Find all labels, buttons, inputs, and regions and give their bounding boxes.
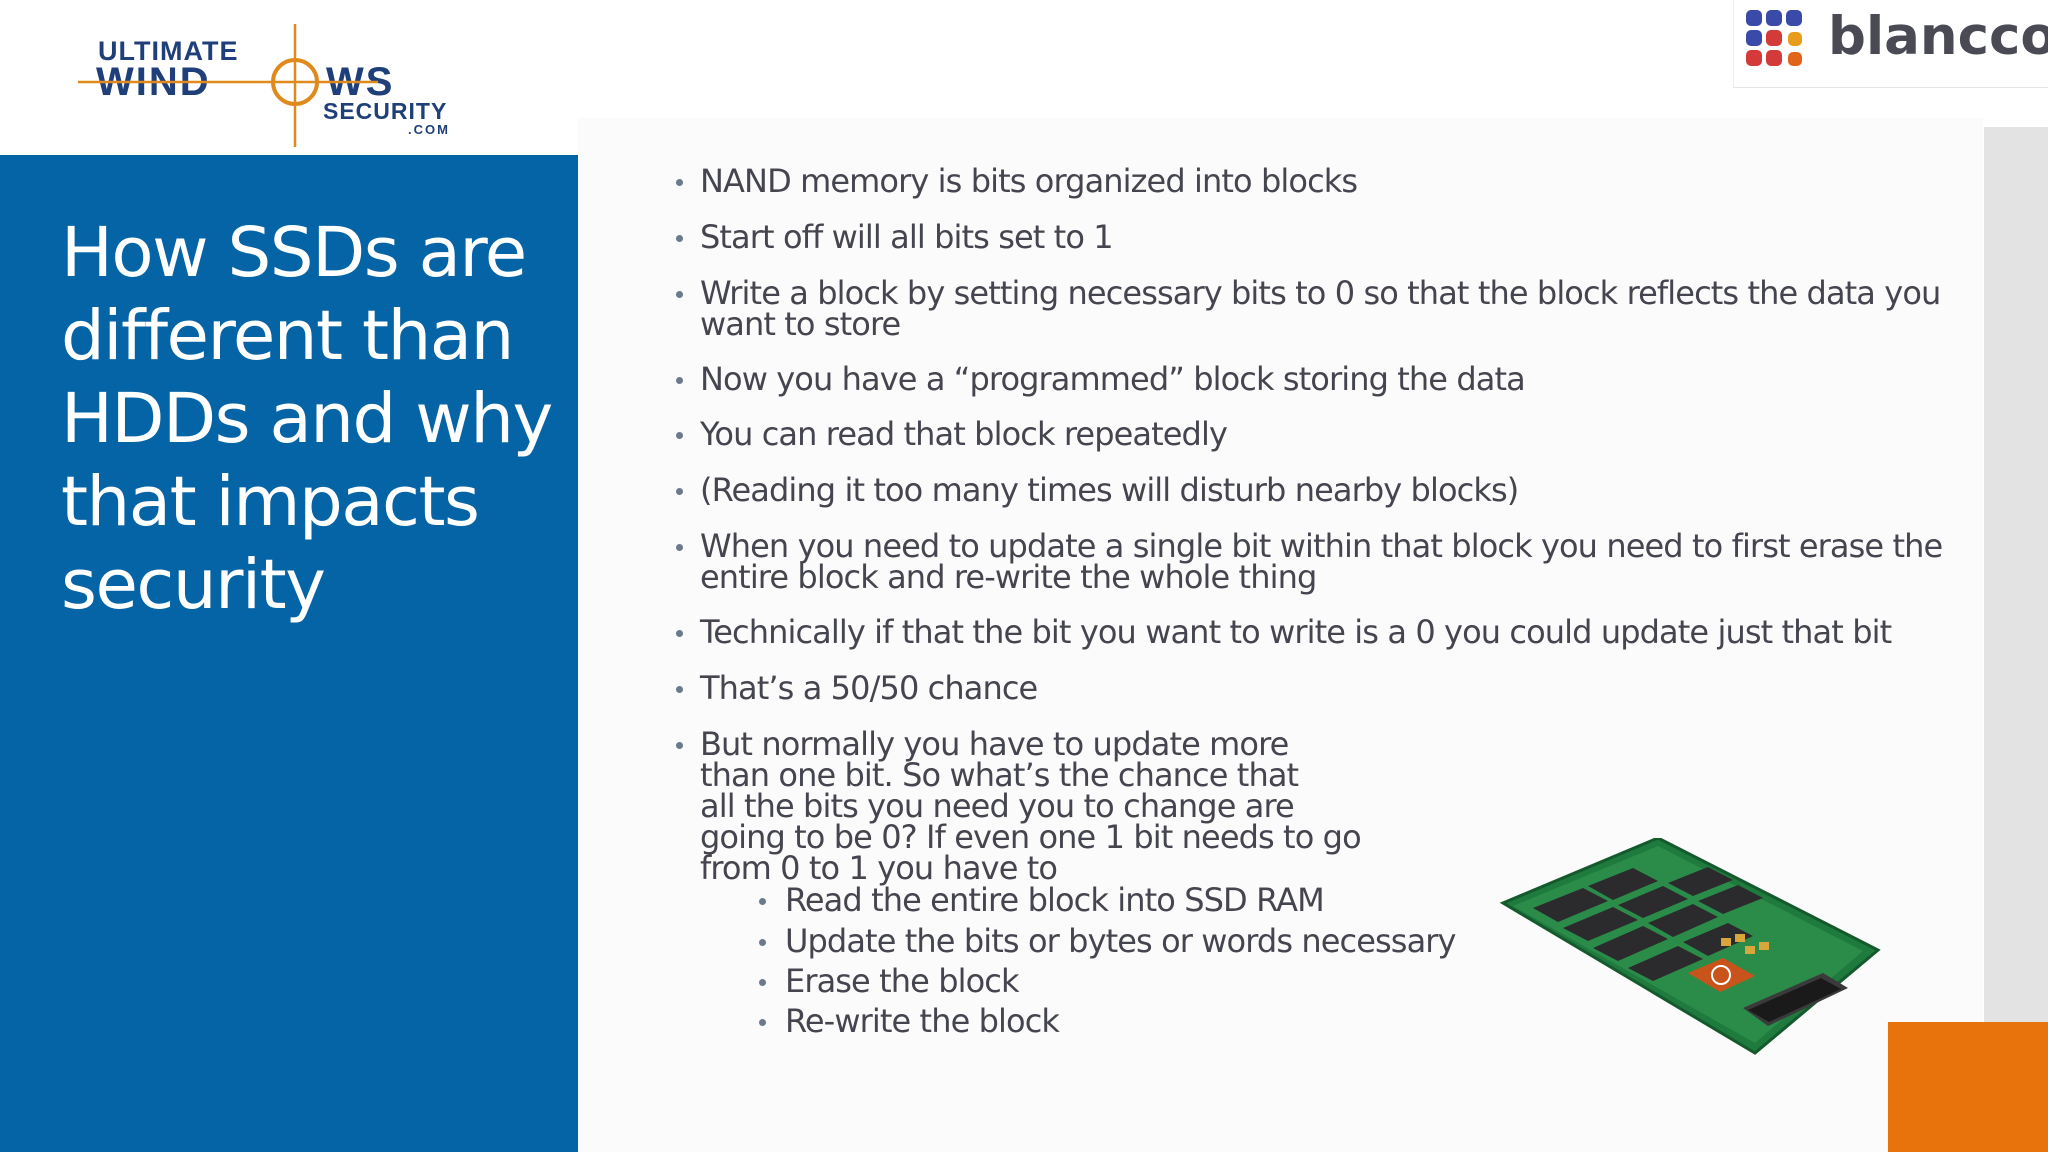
bullet-item: (Reading it too many times will disturb … <box>675 471 1519 509</box>
bullet-item: That’s a 50/50 chance <box>675 669 1038 707</box>
title-panel <box>0 155 578 1152</box>
blancco-wordmark: blancco <box>1828 6 2048 67</box>
bullet-item: Write a block by setting necessary bits … <box>675 274 1941 343</box>
sub-bullet-item: Erase the block <box>759 962 1020 1000</box>
bullet-item: You can read that block repeatedly <box>676 415 1228 453</box>
sub-bullet-item: Update the bits or bytes or words necess… <box>759 922 1456 960</box>
ssd-circuit-board-image <box>1493 838 1883 1058</box>
logo-line1: ULTIMATE <box>98 36 238 66</box>
slide-title: How SSDs are different than HDDs and why… <box>61 213 553 625</box>
crosshair-icon <box>78 24 378 147</box>
sub-bullet-item: Re-write the block <box>758 1002 1060 1040</box>
logo-line3: SECURITY <box>323 98 447 124</box>
bullet-item: Technically if that the bit you want to … <box>675 613 1892 651</box>
ultimate-windows-security-logo: ULTIMATE WIND WS SECURITY .COM <box>78 22 503 152</box>
sub-bullet-item: Read the entire block into SSD RAM <box>759 881 1325 919</box>
blancco-dots-icon <box>1746 10 1802 66</box>
bullet-item: When you need to update a single bit wit… <box>675 527 1943 596</box>
orange-accent-block <box>1888 1022 2048 1152</box>
bullet-item: NAND memory is bits organized into block… <box>675 162 1358 200</box>
blancco-logo: blancco <box>1733 0 2048 88</box>
bullet-item: But normally you have to update more tha… <box>676 725 1362 887</box>
bullet-item: Now you have a “programmed” block storin… <box>676 360 1526 398</box>
right-decorative-strip <box>1984 127 2048 1022</box>
bullet-item: Start off will all bits set to 1 <box>676 218 1114 256</box>
logo-line4: .COM <box>408 122 450 137</box>
